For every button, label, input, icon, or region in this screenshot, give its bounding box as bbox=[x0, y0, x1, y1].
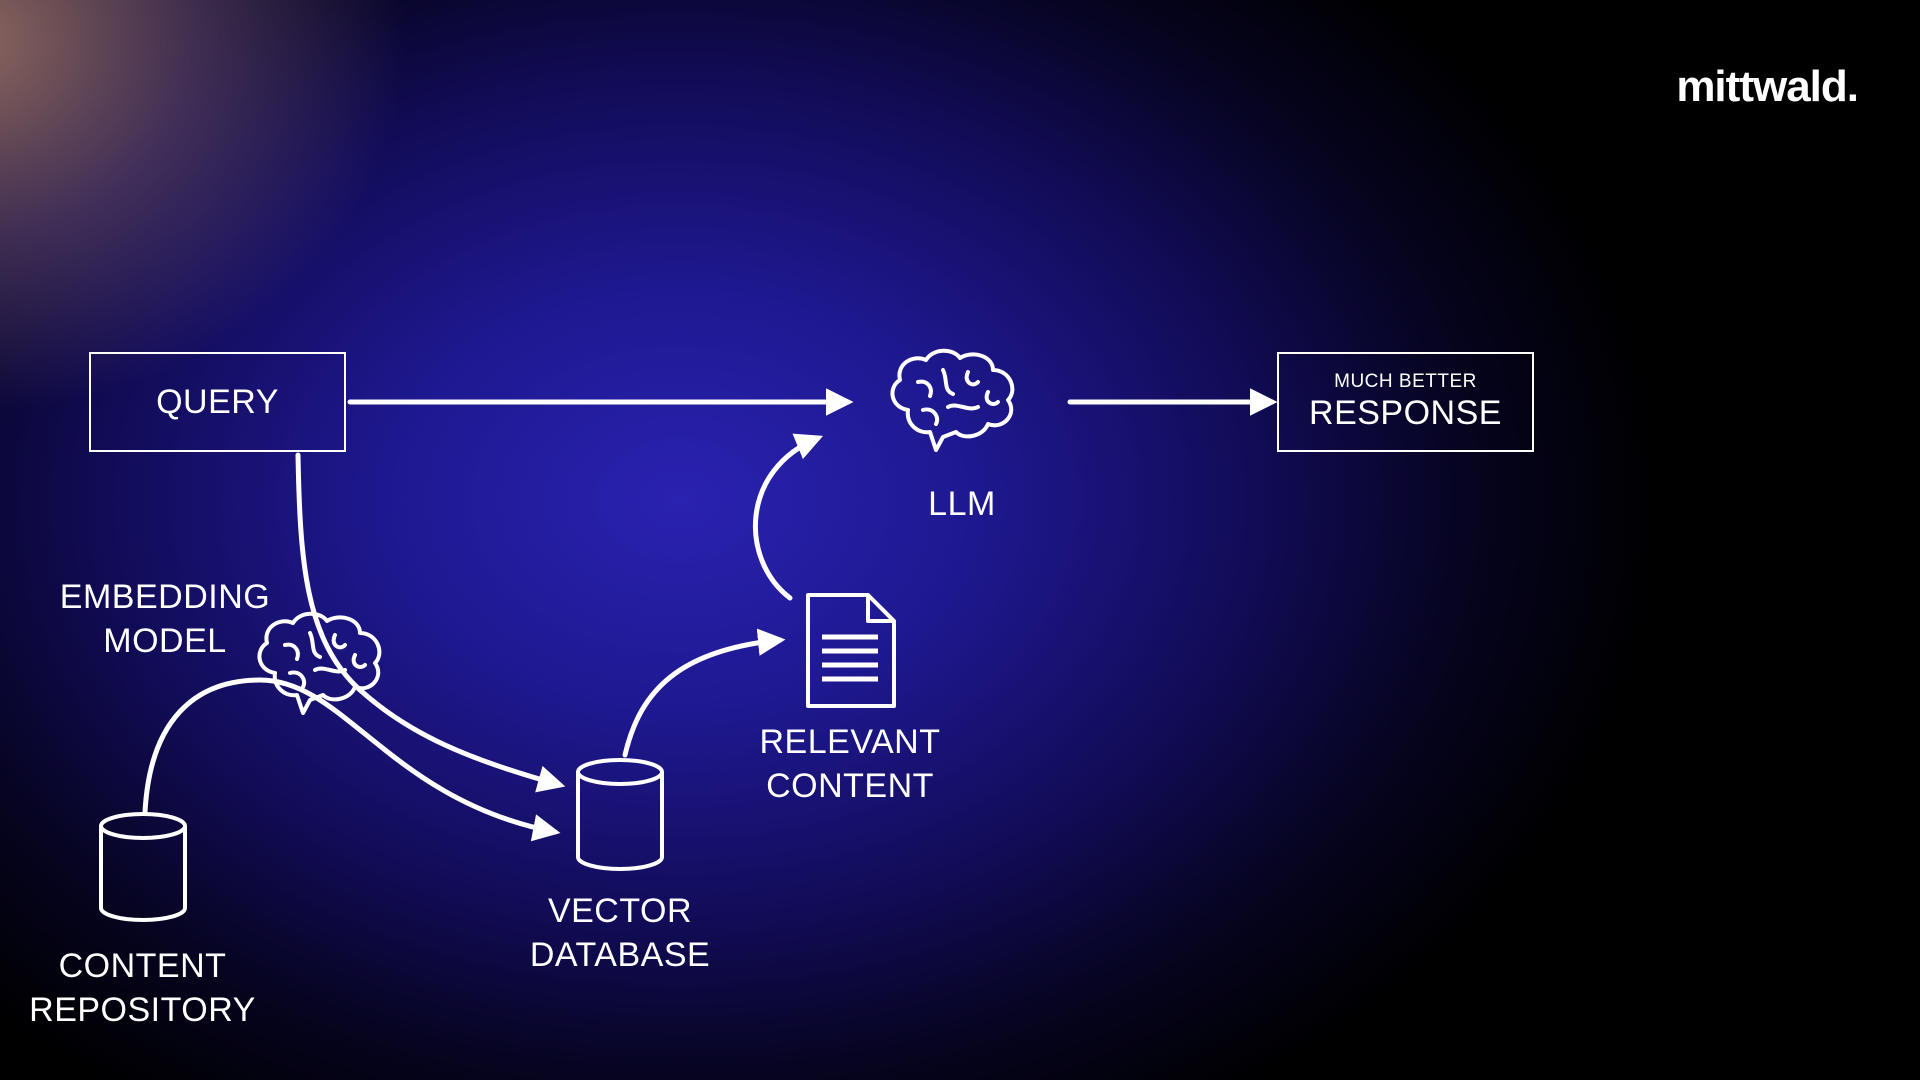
vector-database-icon bbox=[576, 758, 664, 871]
query-label: QUERY bbox=[156, 383, 279, 421]
vector-database-label: VECTOR DATABASE bbox=[510, 889, 730, 977]
vector-database-label-line-1: VECTOR bbox=[547, 892, 693, 930]
content-repository-database-icon bbox=[99, 812, 187, 922]
arrow-relevant-content-to-llm bbox=[752, 433, 824, 601]
arrow-vector-db-to-relevant-content bbox=[622, 628, 786, 758]
relevant-content-label-line-1: RELEVANT bbox=[759, 723, 941, 761]
response-small-label: MUCH BETTER bbox=[1334, 371, 1477, 392]
response-node: MUCH BETTER RESPONSE bbox=[1277, 352, 1534, 452]
arrow-content-to-vector-db bbox=[142, 677, 561, 842]
embedding-model-label-line-2: MODEL bbox=[103, 622, 227, 660]
vector-database-label-line-2: DATABASE bbox=[529, 936, 711, 974]
relevant-content-label: RELEVANT CONTENT bbox=[740, 720, 960, 808]
relevant-content-label-line-2: CONTENT bbox=[766, 767, 934, 805]
embedding-model-brain-icon bbox=[257, 611, 382, 715]
relevant-content-document-icon bbox=[806, 593, 896, 708]
embedding-model-label: EMBEDDING MODEL bbox=[40, 575, 290, 663]
content-repository-label-line-2: REPOSITORY bbox=[29, 991, 256, 1029]
embedding-model-label-line-1: EMBEDDING bbox=[59, 578, 271, 616]
llm-label: LLM bbox=[928, 485, 996, 523]
mittwald-logo: mittwald. bbox=[1676, 62, 1859, 111]
content-repository-label-line-1: CONTENT bbox=[58, 947, 227, 985]
arrow-query-to-vector-db bbox=[295, 452, 566, 793]
llm-brain-icon bbox=[890, 348, 1015, 452]
content-repository-label: CONTENT REPOSITORY bbox=[20, 944, 265, 1032]
response-label: RESPONSE bbox=[1309, 394, 1502, 432]
query-node: QUERY bbox=[89, 352, 346, 452]
